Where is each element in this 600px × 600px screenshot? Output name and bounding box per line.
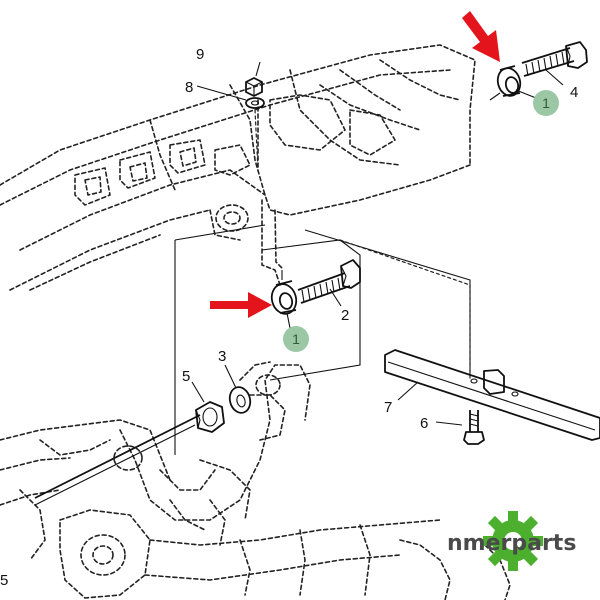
badge-1-mid: 1	[283, 326, 309, 352]
nut-5-and-washer-3	[195, 386, 252, 433]
badge-1-top: 1	[533, 90, 559, 116]
callout-4: 4	[570, 84, 578, 101]
callout-5: 5	[182, 368, 190, 385]
bolt-2-assembly	[270, 259, 361, 315]
logo-text: nmerparts	[447, 531, 576, 556]
callout-2: 2	[341, 307, 349, 324]
callout-8: 8	[185, 79, 193, 96]
strap-7-and-bolt-6	[384, 349, 600, 445]
highlight-arrow-mid	[210, 292, 272, 318]
callout-9: 9	[196, 46, 204, 63]
watermark-logo: nmerparts	[447, 511, 576, 571]
callout-5-edge: 5	[0, 572, 8, 589]
bolt-4-assembly	[489, 41, 588, 101]
shaft-line	[34, 414, 201, 506]
upper-frame-outline	[0, 44, 476, 291]
badge-1-top-label: 1	[542, 95, 550, 111]
callout-6: 6	[420, 415, 428, 432]
highlight-arrow-top	[462, 11, 500, 62]
badge-1-mid-label: 1	[292, 331, 300, 347]
reference-lines	[174, 224, 471, 455]
leader-lines	[191, 61, 564, 426]
gear-icon	[483, 511, 543, 571]
callout-3: 3	[218, 348, 226, 365]
nut-9-and-washer-8	[245, 77, 265, 171]
callout-7: 7	[384, 399, 392, 416]
lower-frame-outline	[0, 361, 511, 600]
